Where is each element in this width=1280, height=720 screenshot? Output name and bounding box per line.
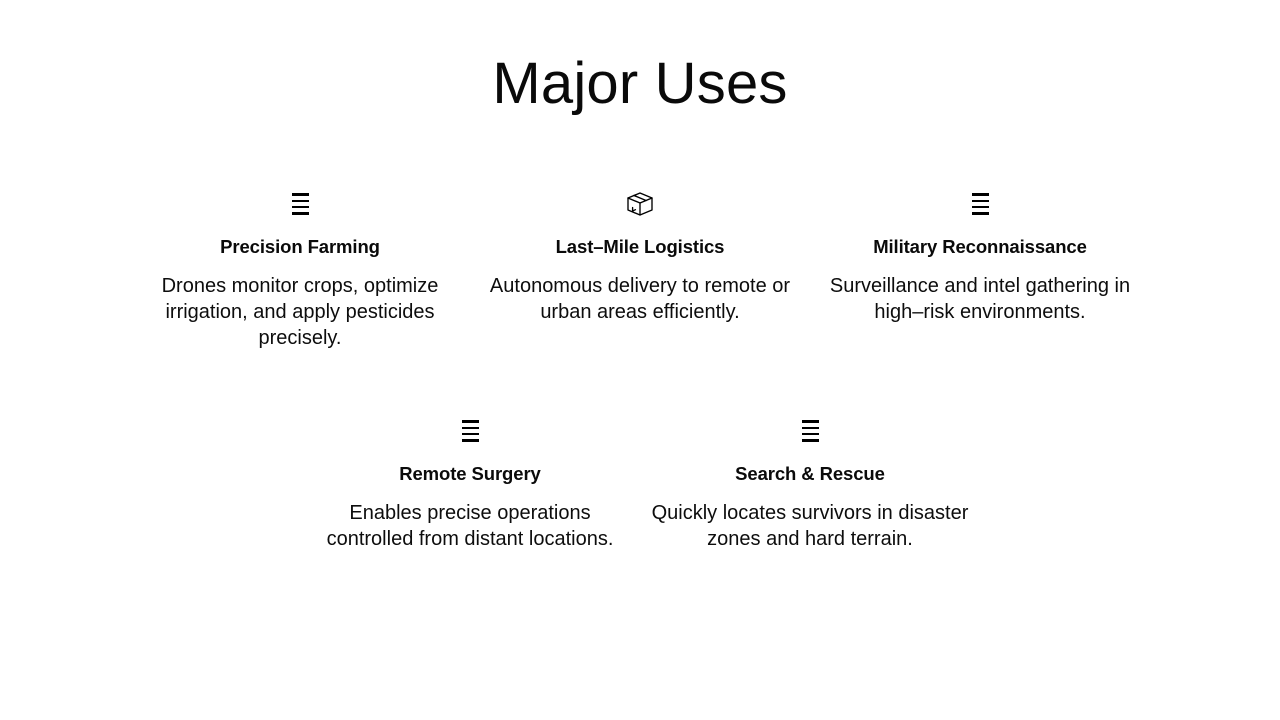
list-bars-icon [971,193,989,215]
list-bars-icon [461,420,479,442]
feature-body: Autonomous delivery to remote or urban a… [489,275,791,323]
page-title: Major Uses [492,51,788,116]
feature-body: Enables precise operations controlled fr… [326,502,614,550]
feature-heading: Search & Rescue [735,463,885,484]
feature-icon-wrapper [310,409,630,453]
feature-card-last-mile-logistics: Last–Mile Logistics Autonomous delivery … [470,182,810,351]
feature-card-remote-surgery: Remote Surgery Enables precise operation… [300,409,640,552]
feature-body: Quickly locates survivors in disaster zo… [651,502,969,550]
feature-body: Drones monitor crops, optimize irrigatio… [161,275,439,349]
features-grid: Precision Farming Drones monitor crops, … [59,182,1221,552]
feature-body: Surveillance and intel gathering in high… [829,275,1131,323]
feature-icon-wrapper [820,182,1140,226]
feature-card-precision-farming: Precision Farming Drones monitor crops, … [130,182,470,351]
list-bars-icon [801,420,819,442]
feature-icon-wrapper [140,182,460,226]
package-box-icon [625,190,655,218]
feature-heading: Remote Surgery [399,463,541,484]
feature-heading: Last–Mile Logistics [555,236,725,257]
feature-card-military-reconnaissance: Military Reconnaissance Surveillance and… [810,182,1150,351]
list-bars-icon [291,193,309,215]
feature-card-search-and-rescue: Search & Rescue Quickly locates survivor… [640,409,980,552]
feature-heading: Military Reconnaissance [873,236,1087,257]
feature-heading: Precision Farming [220,236,380,257]
feature-icon-wrapper [650,409,970,453]
feature-icon-wrapper [480,182,800,226]
